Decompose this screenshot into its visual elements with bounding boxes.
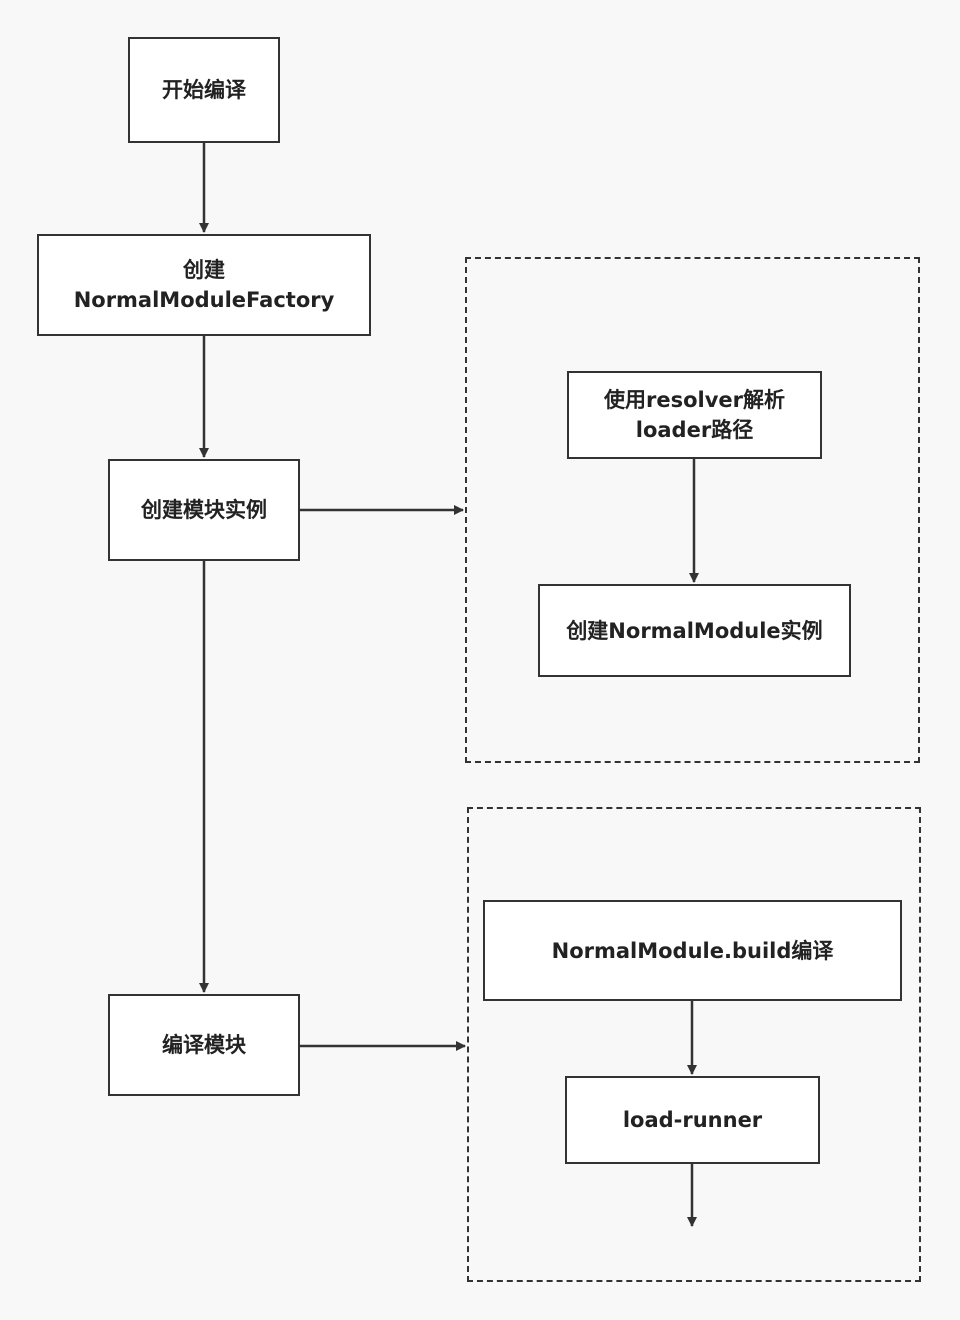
node-compile-module: 编译模块 — [108, 994, 300, 1096]
node-build-compile: NormalModule.build编译 — [483, 900, 902, 1001]
node-load-runner: load-runner — [565, 1076, 820, 1164]
node-build-compile-label: NormalModule.build编译 — [551, 938, 834, 963]
node-load-runner-label: load-runner — [622, 1108, 763, 1132]
node-resolve-loader-label-line2: loader路径 — [635, 418, 754, 442]
node-create-normal-module-label: 创建NormalModule实例 — [566, 618, 823, 643]
node-resolve-loader-label-line1: 使用resolver解析 — [603, 388, 785, 412]
node-start-compile-label: 开始编译 — [162, 78, 246, 102]
node-create-module-instance: 创建模块实例 — [108, 459, 300, 561]
node-create-factory-label-line2: NormalModuleFactory — [73, 288, 335, 312]
group-build-details — [467, 807, 921, 1282]
node-create-module-instance-label: 创建模块实例 — [141, 498, 267, 522]
node-compile-module-label: 编译模块 — [162, 1033, 246, 1057]
node-create-factory: 创建 NormalModuleFactory — [37, 234, 371, 336]
node-resolve-loader: 使用resolver解析 loader路径 — [567, 371, 822, 459]
group-create-details — [465, 257, 920, 763]
node-start-compile: 开始编译 — [128, 37, 280, 143]
node-create-normal-module: 创建NormalModule实例 — [538, 584, 851, 677]
node-create-factory-label-line1: 创建 — [182, 258, 225, 282]
